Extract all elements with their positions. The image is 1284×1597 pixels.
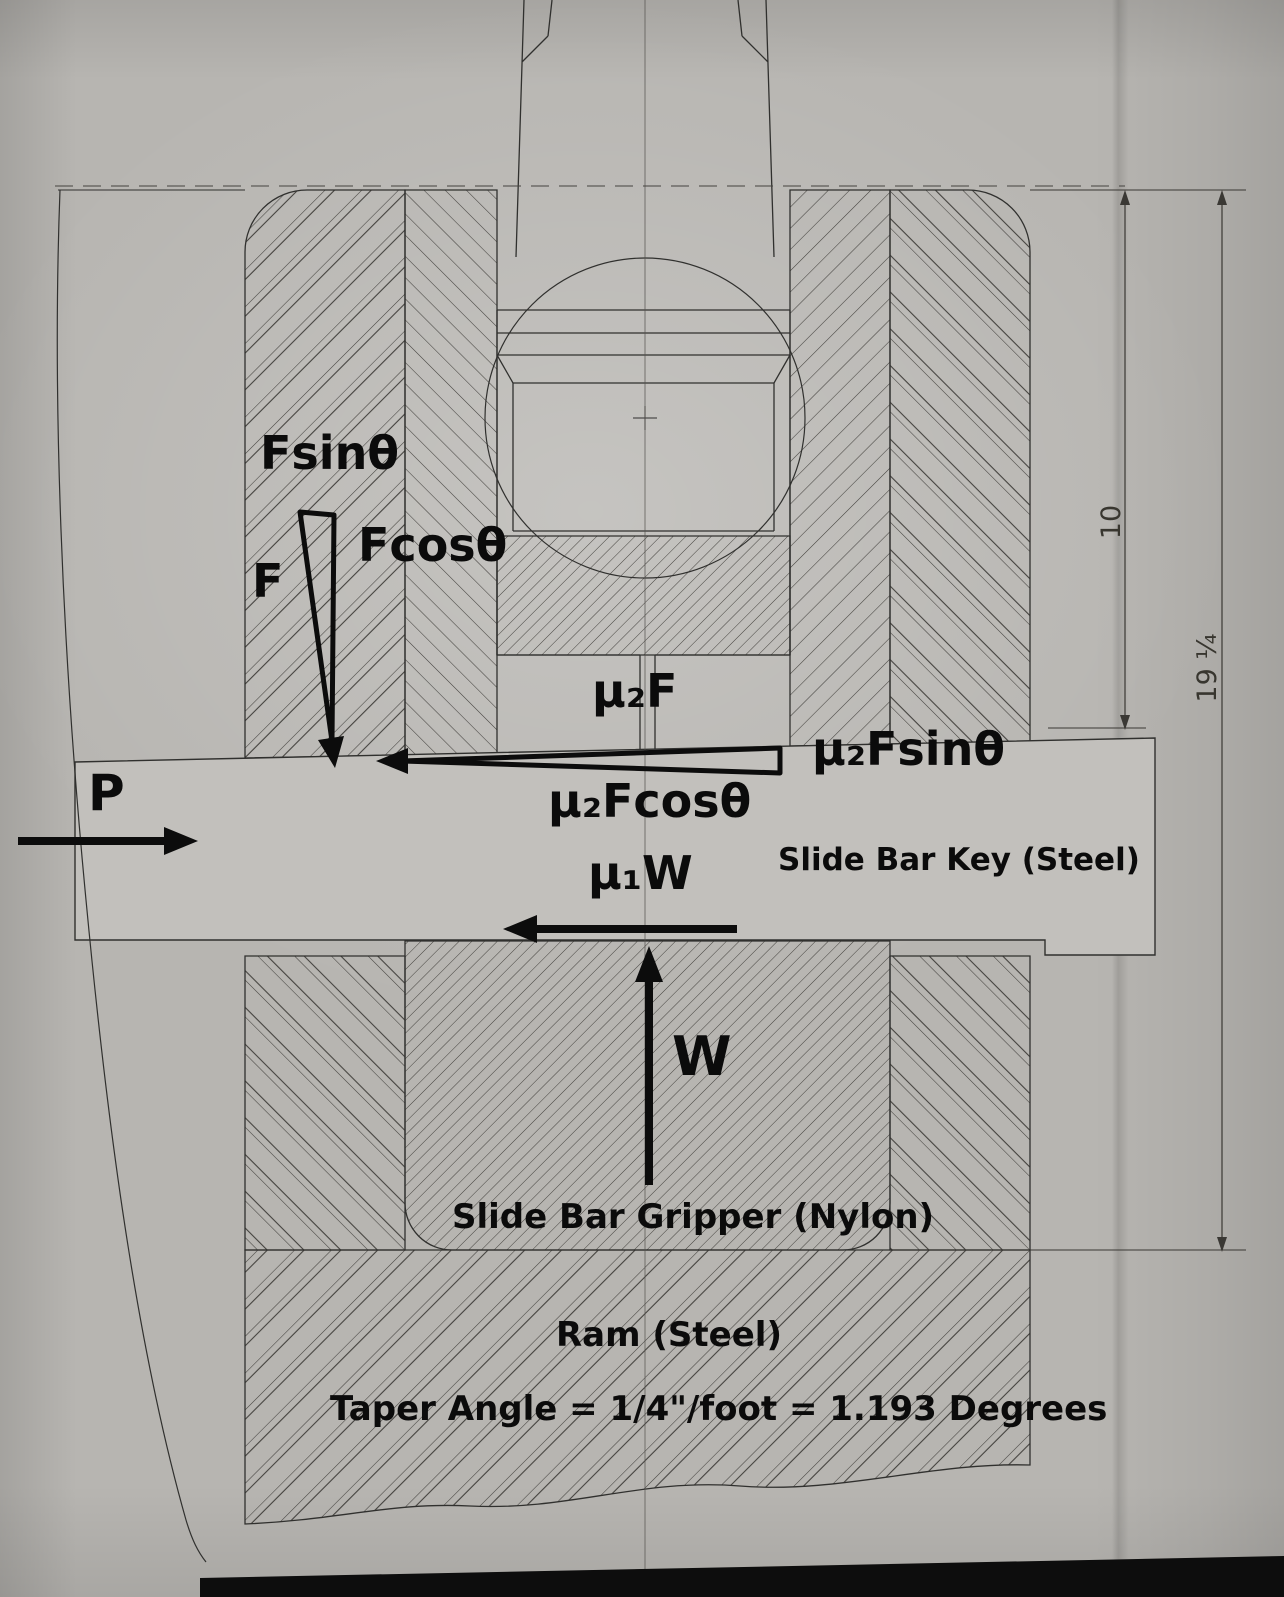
label-slide-bar-key: Slide Bar Key (Steel) (778, 842, 1140, 878)
shaft-lines (515, 0, 775, 258)
upper-housing-left-section (244, 189, 406, 759)
upper-sleeve-left-section (404, 189, 498, 756)
slide-bar-key-body (74, 737, 1156, 956)
label-mu1-w: μ₁W (588, 846, 693, 900)
label-mu2-fsin-theta: μ₂Fsinθ (812, 722, 1005, 776)
break-line-left (56, 189, 207, 1563)
force-vectors (18, 509, 783, 1185)
ram-bottom-section (244, 1249, 1031, 1525)
dim-label-19-quarter: 19 ¼ (1192, 633, 1223, 702)
label-p: P (88, 764, 125, 822)
label-taper-note: Taper Angle = 1/4"/foot = 1.193 Degrees (330, 1389, 1108, 1429)
force-vector-mu2f-wedge (399, 745, 783, 776)
upper-housing-right-section (889, 189, 1031, 745)
force-vector-f-wedge (297, 509, 337, 744)
force-arrow-w (635, 946, 663, 1185)
label-ram: Ram (Steel) (556, 1315, 782, 1355)
dimension-line-10: 10 (1096, 190, 1130, 730)
label-mu2-fcos-theta: μ₂Fcosθ (548, 774, 752, 828)
label-mu2-f: μ₂F (592, 664, 678, 718)
upper-sleeve-right-section (789, 189, 891, 747)
label-fcos-theta: Fcosθ (358, 518, 508, 572)
force-arrow-p (18, 827, 198, 855)
label-slide-bar-gripper: Slide Bar Gripper (Nylon) (452, 1197, 935, 1237)
force-arrow-mu1w (503, 915, 737, 943)
dimension-line-19-quarter: 19 ¼ (1192, 190, 1227, 1252)
cavity-detail-lines (496, 309, 791, 750)
extension-lines (893, 189, 1246, 1251)
dim-label-10: 10 (1096, 505, 1127, 539)
socket-bottom-section (496, 535, 791, 656)
label-f: F (252, 554, 284, 608)
ram-left-section (244, 955, 406, 1251)
label-w: W (672, 1025, 732, 1088)
force-vector-f-arrowhead (318, 736, 344, 768)
label-fsin-theta: Fsinθ (260, 426, 399, 480)
force-vector-mu2f-arrowhead (376, 748, 408, 774)
photo-bottom-strip (200, 1556, 1284, 1597)
